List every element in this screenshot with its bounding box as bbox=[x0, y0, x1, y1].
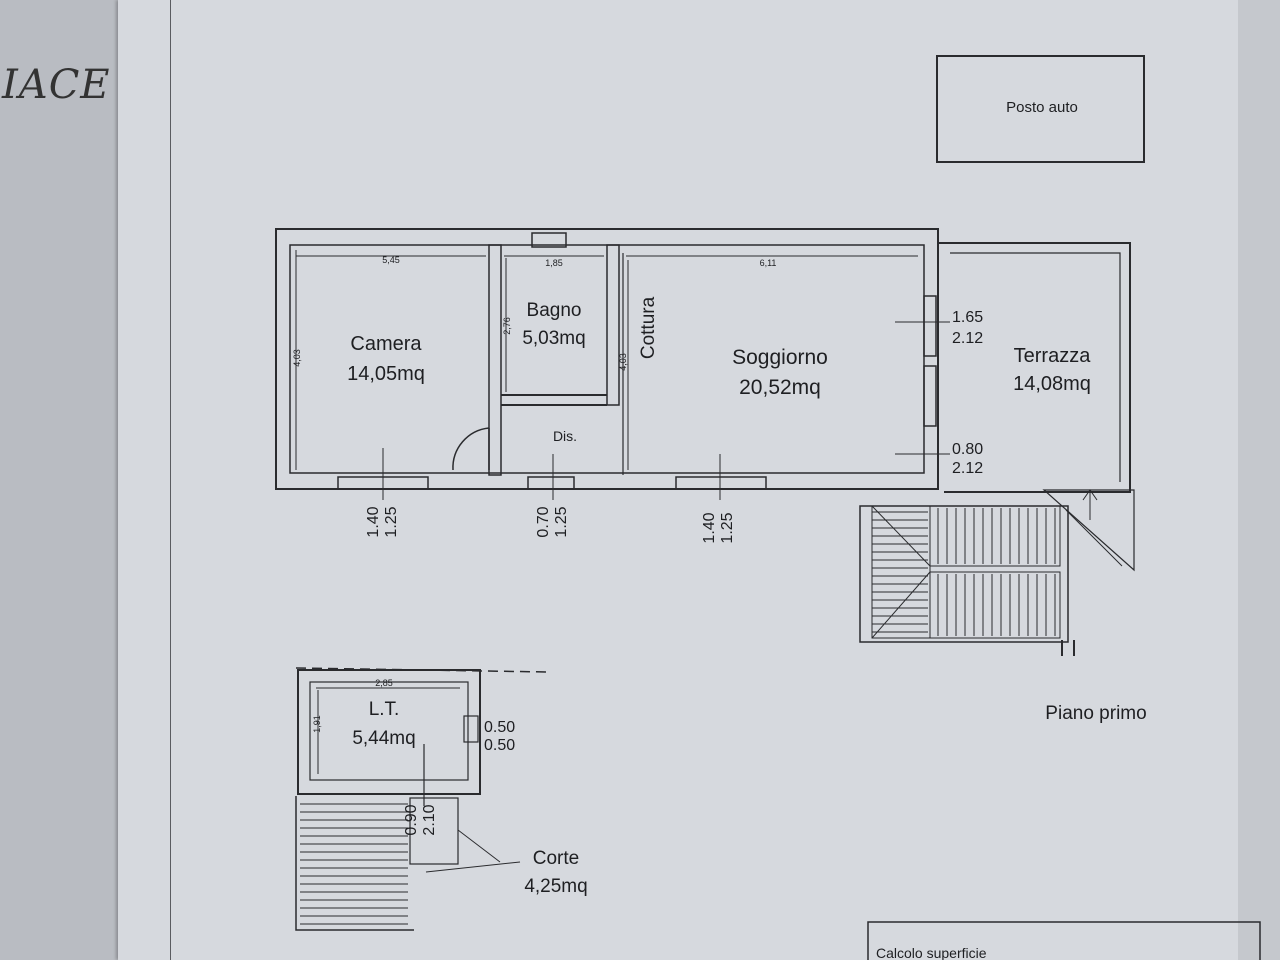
dis-label: Dis. bbox=[553, 428, 577, 444]
dim-bagno-width: 1,85 bbox=[545, 258, 563, 268]
dim-bw1-b: 1.25 bbox=[383, 506, 400, 537]
dim-win1-a: 1.65 bbox=[952, 309, 983, 326]
main-outer-wall bbox=[275, 228, 939, 490]
top-window bbox=[531, 232, 567, 248]
corte-area: 4,25mq bbox=[524, 876, 587, 897]
bagno-name: Bagno bbox=[527, 300, 582, 321]
dim-bw3-b: 1.25 bbox=[719, 512, 736, 543]
lt-dashed-line bbox=[295, 667, 549, 673]
lt-inner-wall bbox=[309, 681, 469, 781]
terrazza-area: 14,08mq bbox=[1013, 373, 1091, 395]
margin-line bbox=[170, 0, 171, 960]
handwritten-note: IACE bbox=[2, 62, 111, 108]
right-window-1 bbox=[923, 295, 937, 357]
terrace-outline bbox=[938, 242, 1131, 493]
dim-soggiorno-height: 4,03 bbox=[618, 353, 628, 371]
stair-flight-left bbox=[871, 505, 931, 639]
camera-name: Camera bbox=[350, 333, 422, 355]
dim-bw2-b: 1.25 bbox=[553, 506, 570, 537]
right-window-2 bbox=[923, 365, 937, 427]
lt-name: L.T. bbox=[369, 699, 400, 720]
parking-box bbox=[936, 55, 1145, 163]
dim-lt-win-a: 0.50 bbox=[484, 719, 515, 736]
dim-bw1-a: 1.40 bbox=[365, 506, 382, 537]
dim-bw2-a: 0.70 bbox=[535, 506, 552, 537]
dim-camera-width: 5,45 bbox=[382, 255, 400, 265]
camera-area: 14,05mq bbox=[347, 363, 425, 385]
dim-lt-width: 2,85 bbox=[375, 678, 393, 688]
parking-label: Posto auto bbox=[1006, 99, 1078, 116]
wall-bagno-soggiorno bbox=[606, 244, 620, 406]
wall-camera-bagno bbox=[488, 244, 502, 476]
dim-camera-height: 4,03 bbox=[292, 349, 302, 367]
bottom-window-3 bbox=[675, 476, 767, 490]
dim-win2-b: 2.12 bbox=[952, 460, 983, 477]
corte-name: Corte bbox=[533, 848, 579, 869]
terrazza-name: Terrazza bbox=[1014, 345, 1092, 367]
footer-text: Calcolo superficie bbox=[876, 945, 987, 960]
corte-door bbox=[409, 797, 459, 865]
paper-sheet bbox=[118, 0, 1248, 960]
lt-area: 5,44mq bbox=[352, 728, 415, 749]
paper-edge bbox=[1238, 0, 1280, 960]
dim-soggiorno-width: 6,11 bbox=[760, 258, 777, 268]
terrace-inner bbox=[950, 252, 1121, 482]
lt-outer-wall bbox=[297, 669, 481, 795]
soggiorno-area: 20,52mq bbox=[739, 376, 821, 399]
terrace-stair-landing bbox=[1042, 489, 1135, 572]
floor-label: Piano primo bbox=[1045, 703, 1146, 724]
bottom-window-2 bbox=[527, 476, 575, 490]
footer-table bbox=[867, 921, 1261, 960]
dim-win1-b: 2.12 bbox=[952, 330, 983, 347]
door-arc-camera bbox=[452, 427, 490, 471]
dim-win2-a: 0.80 bbox=[952, 441, 983, 458]
dim-lt-win-b: 0.50 bbox=[484, 737, 515, 754]
cottura-label: Cottura bbox=[638, 296, 659, 359]
dim-lt-door-a: 0.90 bbox=[403, 804, 420, 835]
corte-outline bbox=[295, 796, 414, 931]
stair-treads bbox=[300, 508, 1056, 925]
stair-flight-bottom bbox=[929, 571, 1061, 639]
bagno-area: 5,03mq bbox=[522, 328, 585, 349]
dim-lt-height: 1,91 bbox=[312, 715, 322, 733]
soggiorno-name: Soggiorno bbox=[732, 346, 828, 369]
dim-lt-door-b: 2.10 bbox=[421, 804, 438, 835]
stair-flight-top bbox=[929, 505, 1061, 567]
dim-bagno-height: 2,76 bbox=[502, 317, 512, 335]
lt-window bbox=[463, 715, 479, 743]
dim-bw3-a: 1.40 bbox=[701, 512, 718, 543]
